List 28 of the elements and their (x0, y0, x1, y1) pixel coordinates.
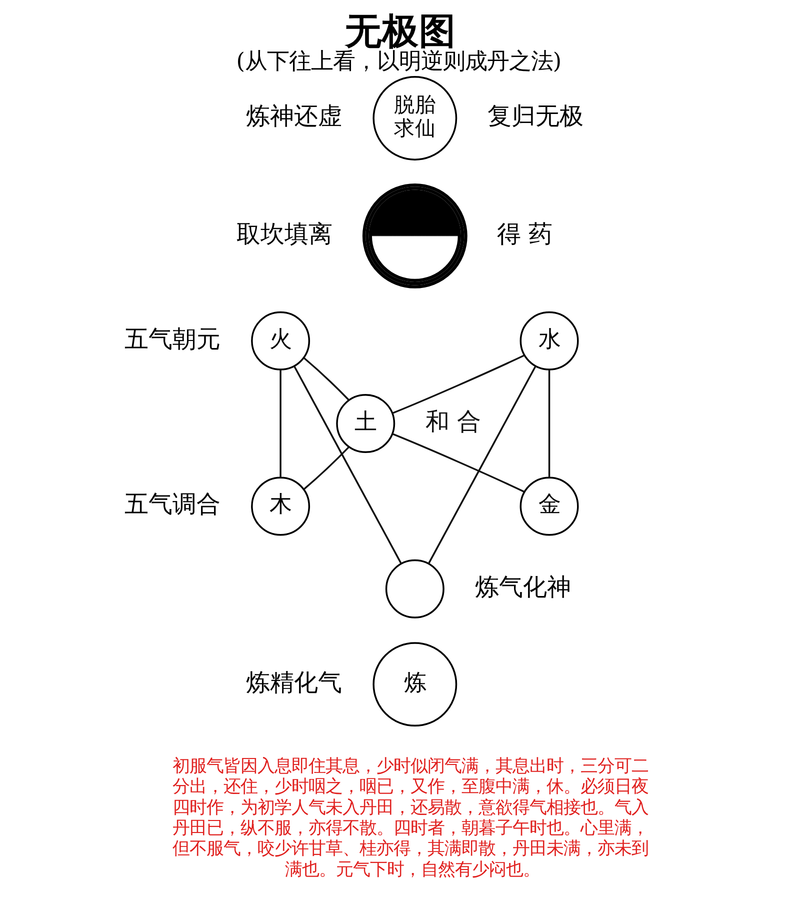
node-circle: 水 (520, 311, 579, 370)
connector (303, 357, 350, 401)
connector (303, 446, 350, 490)
node-label: 五气朝元 (124, 324, 220, 353)
label: 和 合 (425, 408, 481, 436)
node-label: 复归无极 (488, 102, 584, 130)
node-picture (362, 183, 468, 288)
node-circle: 脱胎求仙 (372, 76, 458, 160)
node-label: 炼精化气 (246, 668, 342, 696)
node-circle (385, 559, 444, 618)
node-label: 炼气化神 (475, 572, 572, 601)
connector (392, 354, 525, 414)
label: 初服气皆因入息即住其息，少时似闭气满，其息出时，三分可二分出，还住，少时咽之，咽已，又作，至腹中满，休。必须日夜四时作，为初学人气未入丹田，还易散，意欲得气相接也。气入丹田已，纵不服，亦得不散。四时者，朝暮子午时也。心里满，但不服气，咬少许甘草、桂亦得，其满即散，丹田未满，亦未到满也。元气下时，自然有少闷也。 (172, 756, 648, 880)
node-label: 取坎填离 (236, 220, 333, 248)
connector (428, 366, 536, 564)
node-circle: 金 (520, 476, 579, 536)
node-label: 炼神还虚 (246, 102, 342, 130)
connector (280, 370, 282, 478)
caption: (从下往上看，以明逆则成丹之法) (236, 48, 562, 74)
node-circle: 土 (336, 394, 396, 454)
connector (294, 366, 402, 564)
node-circle: 炼 (372, 642, 458, 727)
connector (392, 433, 525, 493)
node-label: 得 药 (496, 220, 552, 248)
node-label: 五气调合 (124, 490, 220, 518)
node-circle: 木 (251, 476, 310, 536)
connector (548, 370, 550, 478)
node-circle: 火 (251, 311, 310, 370)
